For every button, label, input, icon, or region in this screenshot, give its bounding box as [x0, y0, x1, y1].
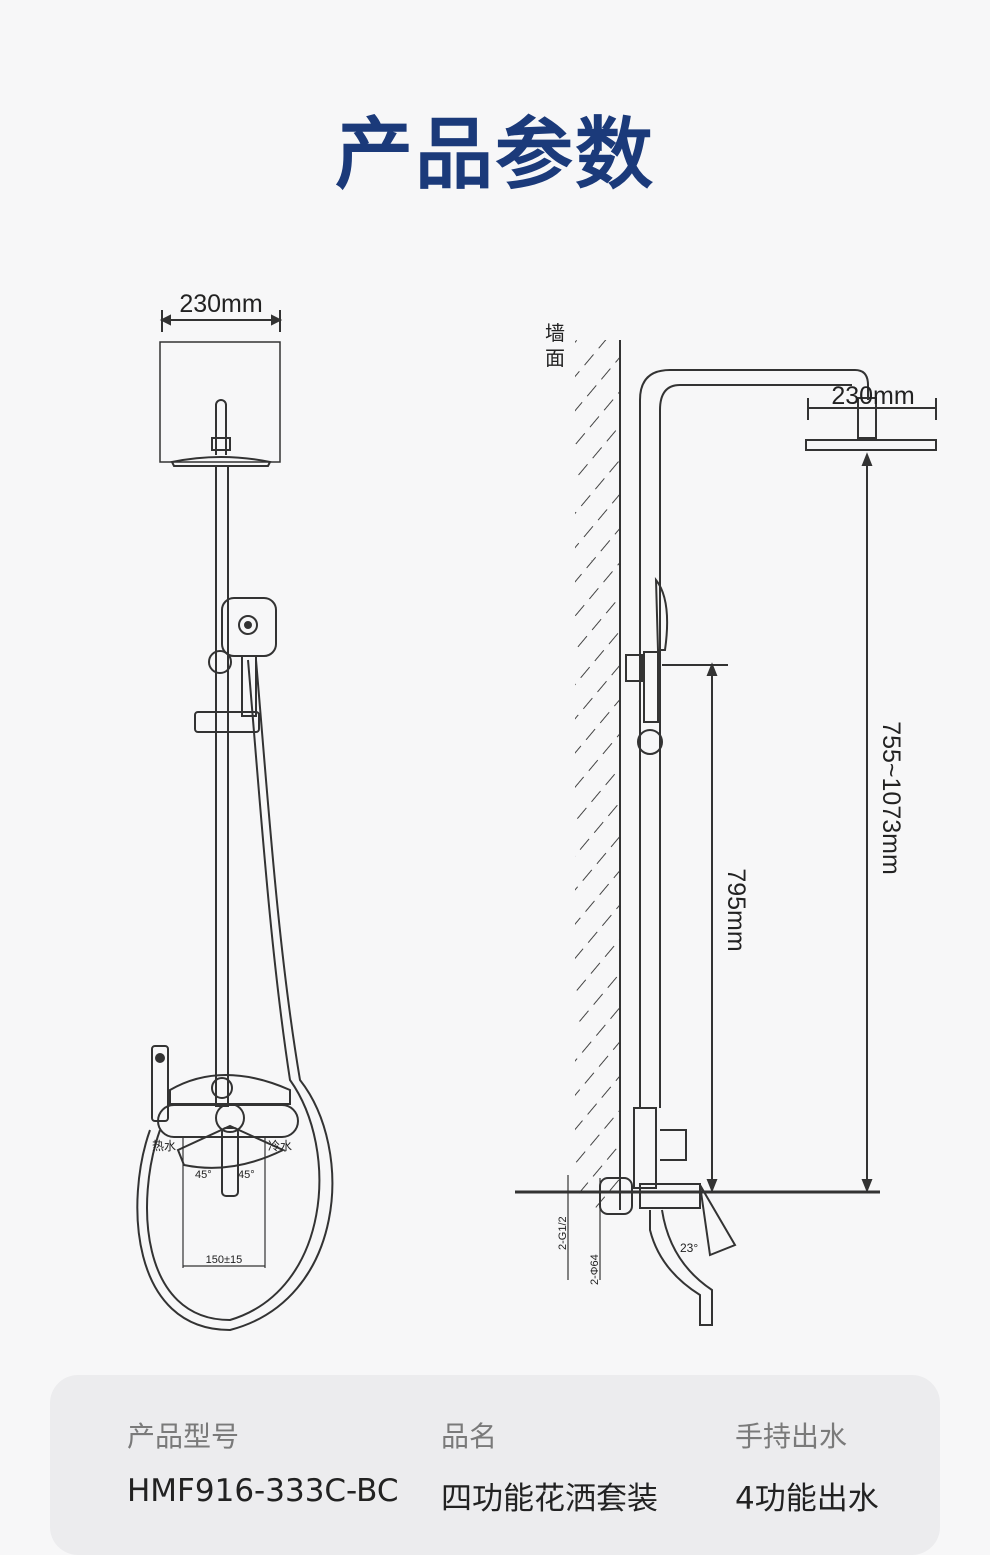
spec-model: 产品型号 HMF916-333C-BC: [127, 1415, 399, 1509]
page-title: 产品参数: [334, 110, 655, 200]
angle-left: 45°: [195, 1169, 212, 1181]
slider-height-dimension: 795mm: [722, 868, 750, 951]
spec-label: 手持出水: [735, 1420, 848, 1453]
spec-card: 产品型号 HMF916-333C-BC 品名 四功能花洒套装 手持出水 4功能出…: [50, 1375, 940, 1555]
spec-label: 品名: [441, 1420, 498, 1453]
side-head-width: 230mm: [831, 382, 914, 410]
diameter-dimension: 2-Φ64: [589, 1254, 601, 1285]
wall-label-1: 墙: [545, 322, 565, 345]
angle-right: 45°: [238, 1169, 255, 1181]
wall-label-2: 面: [545, 348, 565, 370]
front-head-width: 230mm: [179, 290, 262, 318]
hot-water-label: 热水: [152, 1139, 176, 1153]
spacing-dimension: 150±15: [206, 1254, 243, 1266]
thread-dimension: 2-G1/2: [557, 1216, 569, 1250]
spec-value: 4功能出水: [735, 1481, 879, 1517]
handle-angle: 23°: [680, 1241, 698, 1255]
head-height-dimension: 755~1073mm: [877, 721, 905, 875]
cold-water-label: 冷水: [268, 1139, 292, 1153]
side-view: 墙 面 墙面 230mm 2-G1/2 2-Φ64 23° 795mm 75: [515, 322, 937, 1326]
spec-handheld: 手持出水 4功能出水: [735, 1415, 879, 1518]
spec-label: 产品型号: [127, 1420, 240, 1453]
spec-name: 品名 四功能花洒套装: [441, 1415, 658, 1518]
shower-technical-drawing: 230mm 热水 冷水 45° 45° 150±15 墙 面 墙面: [136, 290, 937, 1332]
spec-value: 四功能花洒套装: [441, 1481, 658, 1517]
front-view: 230mm 热水 冷水 45° 45° 150±15: [136, 290, 334, 1332]
spec-value: HMF916-333C-BC: [127, 1473, 399, 1509]
